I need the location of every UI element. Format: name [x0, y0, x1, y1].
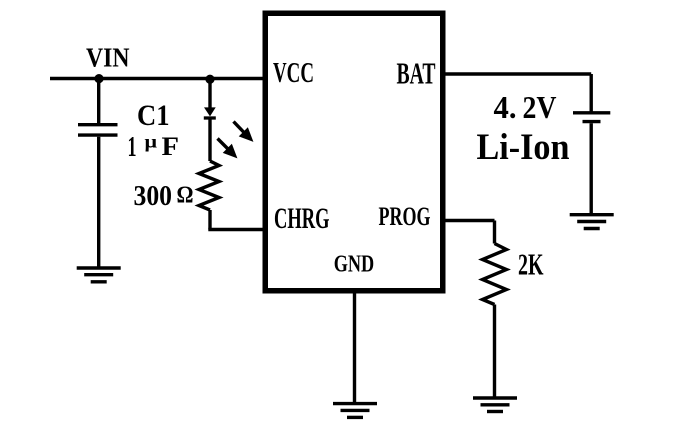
svg-text:BAT: BAT: [397, 56, 436, 91]
svg-text:4.: 4.: [494, 89, 517, 125]
svg-text:C1: C1: [137, 100, 170, 132]
svg-text:F: F: [162, 131, 180, 161]
svg-text:Ω: Ω: [177, 182, 194, 209]
svg-text:VIN: VIN: [86, 43, 130, 73]
svg-text:GND: GND: [334, 251, 375, 278]
svg-text:VCC: VCC: [273, 57, 314, 89]
svg-text:CHRG: CHRG: [274, 203, 330, 235]
svg-text:2V: 2V: [523, 89, 557, 125]
svg-text:PROG: PROG: [379, 202, 431, 231]
svg-text:1: 1: [128, 131, 137, 163]
svg-text:2K: 2K: [518, 247, 544, 282]
svg-text:300: 300: [134, 180, 173, 212]
svg-text:μ: μ: [145, 132, 158, 152]
svg-text:Li-Ion: Li-Ion: [477, 127, 570, 168]
